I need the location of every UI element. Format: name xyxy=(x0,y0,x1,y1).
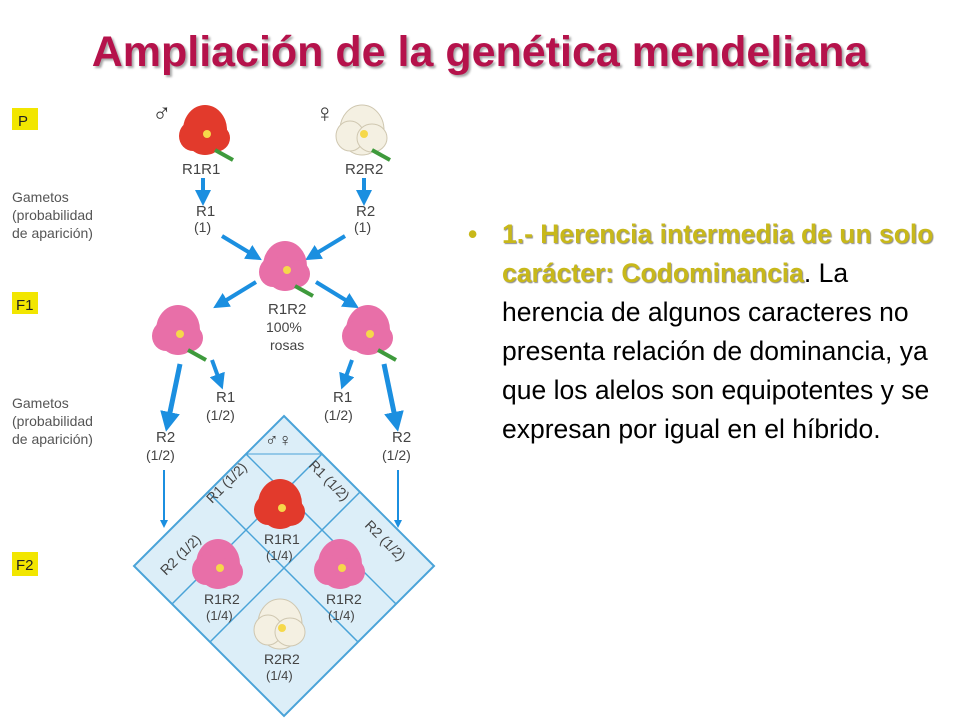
f1-color: rosas xyxy=(270,337,304,353)
male-genotype: R1R1 xyxy=(182,161,220,178)
flower-pink-f1-left xyxy=(152,305,207,362)
cell-genotype-2: R1R2 xyxy=(204,591,240,607)
flower-white-f2 xyxy=(253,598,306,650)
gamete-outer-right: R2 xyxy=(392,429,411,446)
label-f1: F1 xyxy=(12,292,38,314)
f1-genotype: R1R2 xyxy=(268,301,306,318)
arrow xyxy=(339,359,355,390)
flower-pink-f2-left xyxy=(192,539,243,589)
flower-red-f2 xyxy=(254,479,305,529)
flower-pink-f2-right xyxy=(314,539,365,589)
svg-text:(probabilidad: (probabilidad xyxy=(12,413,93,429)
cell-genotype-3: R1R2 xyxy=(326,591,362,607)
bullet-point: • xyxy=(468,219,478,249)
label-p-text: P xyxy=(18,113,28,130)
female-symbol: ♀ xyxy=(315,98,335,128)
gamete-inner-left: R1 xyxy=(216,389,235,406)
cell-genotype-4: R2R2 xyxy=(264,651,300,667)
male-symbol: ♂ xyxy=(152,98,172,128)
label-f2-text: F2 xyxy=(16,557,34,574)
flower-pink-f1-right xyxy=(342,305,397,362)
punnett-sex-symbols: ♂♀ xyxy=(265,430,292,450)
arrow xyxy=(305,234,347,261)
gamete-inner-left-prob: (1/2) xyxy=(206,407,235,423)
arrow xyxy=(314,280,359,309)
punnett-square xyxy=(132,414,436,718)
male-gamete-prob: (1) xyxy=(194,219,211,235)
cell-prob-4: (1/4) xyxy=(266,668,293,683)
label-f1-text: F1 xyxy=(16,297,34,314)
flower-red-parent xyxy=(179,105,234,162)
gamete-outer-left: R2 xyxy=(156,429,175,446)
cell-prob-1: (1/4) xyxy=(266,548,293,563)
cell-prob-3: (1/4) xyxy=(328,608,355,623)
female-genotype: R2R2 xyxy=(345,161,383,178)
flower-white-parent xyxy=(335,104,391,162)
label-f2: F2 xyxy=(12,552,38,576)
gametes-label-2: Gametos (probabilidad de aparición) xyxy=(12,395,93,447)
explanation-paragraph: 1.- Herencia intermedia de un solo carác… xyxy=(502,215,950,449)
arrow xyxy=(220,234,262,261)
arrow xyxy=(213,280,258,309)
female-gamete-prob: (1) xyxy=(354,219,371,235)
gamete-inner-right-prob: (1/2) xyxy=(324,407,353,423)
cell-genotype-1: R1R1 xyxy=(264,531,300,547)
explanation-text: • 1.- Herencia intermedia de un solo car… xyxy=(468,215,950,449)
f1-percent: 100% xyxy=(266,319,302,335)
svg-text:de aparición): de aparición) xyxy=(12,225,93,241)
gamete-outer-left-prob: (1/2) xyxy=(146,447,175,463)
emphasis-text: 1.- Herencia intermedia de un solo carác… xyxy=(502,219,934,288)
flower-pink-f1 xyxy=(259,241,314,298)
gamete-inner-right: R1 xyxy=(333,389,352,406)
svg-text:de aparición): de aparición) xyxy=(12,431,93,447)
gametes-label-1: Gametos (probabilidad de aparición) xyxy=(12,189,93,241)
arrow xyxy=(160,363,183,432)
gamete-outer-right-prob: (1/2) xyxy=(382,447,411,463)
svg-text:Gametos: Gametos xyxy=(12,189,69,205)
svg-text:(probabilidad: (probabilidad xyxy=(12,207,93,223)
arrow xyxy=(381,363,404,432)
body-text: . La herencia de algunos caracteres no p… xyxy=(502,258,930,444)
page-title: Ampliación de la genética mendeliana xyxy=(91,28,869,76)
arrow xyxy=(209,359,225,390)
svg-text:Gametos: Gametos xyxy=(12,395,69,411)
label-p: P xyxy=(12,108,38,130)
cell-prob-2: (1/4) xyxy=(206,608,233,623)
female-gamete: R2 xyxy=(356,203,375,220)
male-gamete: R1 xyxy=(196,203,215,220)
genetic-cross-diagram: P F1 F2 Gametos (probabilidad de aparici… xyxy=(12,98,436,718)
